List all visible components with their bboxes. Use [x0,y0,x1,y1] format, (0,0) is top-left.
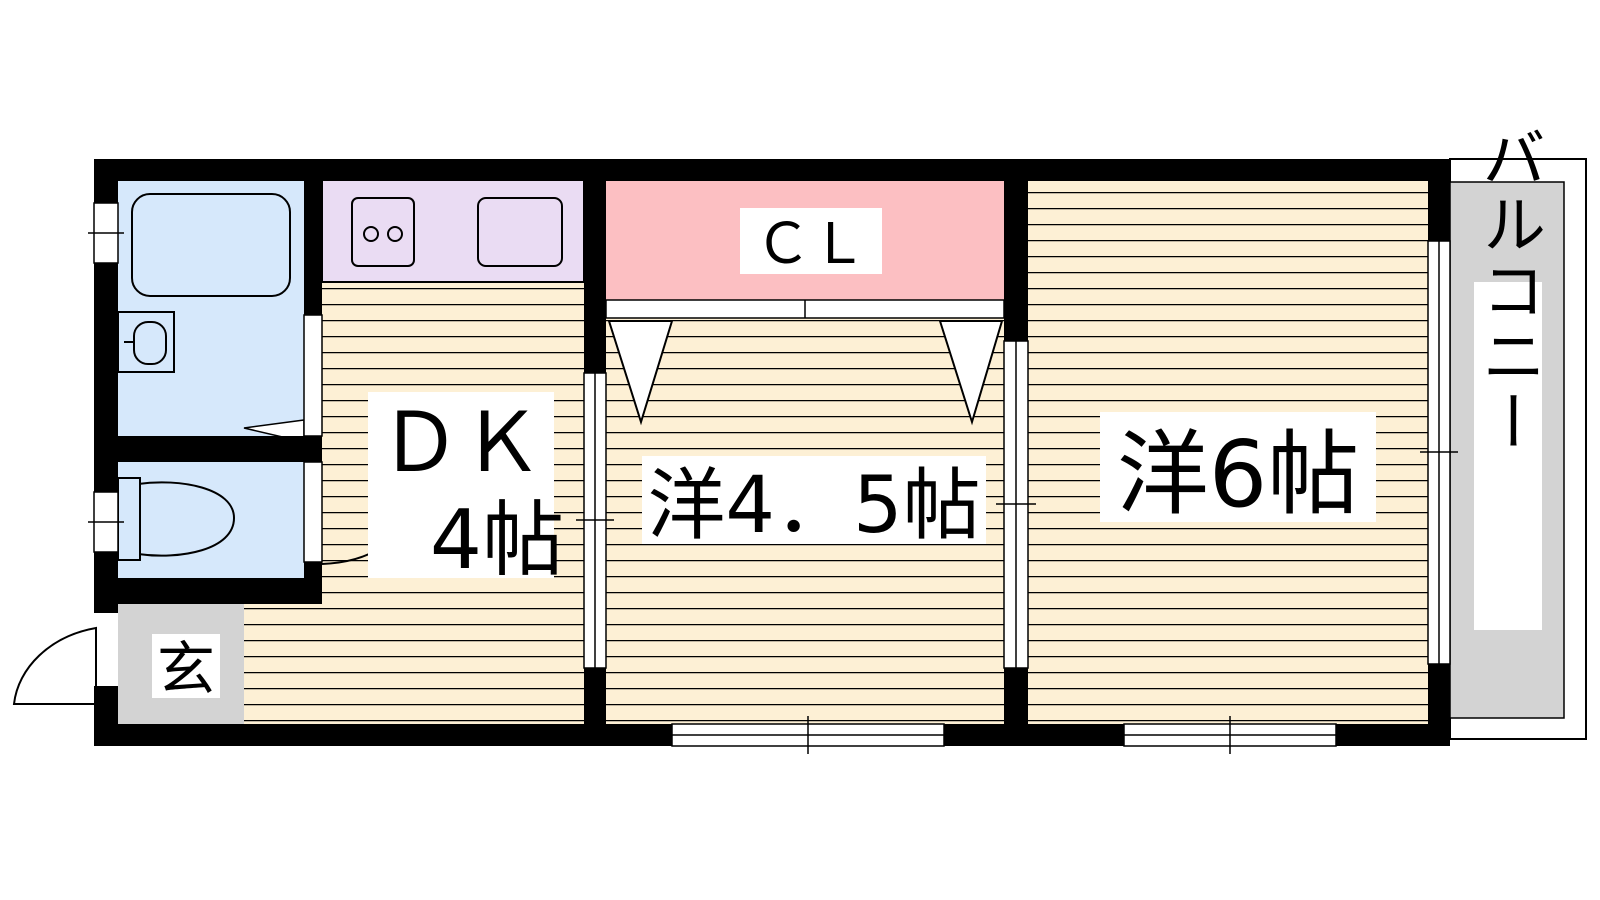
dk-label-line1: ＤＫ [379,396,543,491]
western-large-label: 洋6帖 [1117,421,1360,528]
western-small-label: 洋4．5帖 [647,461,980,551]
closet-label: ＣＬ [755,212,867,277]
entrance-label: 玄 [157,635,215,703]
balcony-label: バルコニー [1471,125,1545,455]
bathtub [131,193,291,297]
stove [351,197,415,267]
closet-door-left [607,320,674,426]
toilet-bowl-icon [137,481,236,557]
burner-right-icon [387,226,403,242]
closet-door-right [938,320,1004,426]
walls [94,159,1450,746]
dk-floor-lower [244,582,584,724]
dk-label-line2: 4帖 [430,493,564,588]
windows [88,202,1458,754]
sink [477,197,563,267]
entrance-door-swing [12,626,97,705]
burner-left-icon [363,226,379,242]
